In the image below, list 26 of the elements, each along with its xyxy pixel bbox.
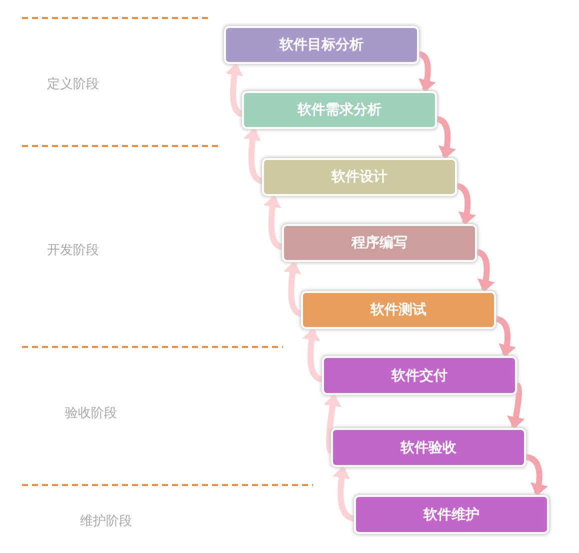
process-box: 软件需求分析 <box>242 91 437 129</box>
phase-label: 开发阶段 <box>47 242 99 259</box>
arrow <box>244 128 263 184</box>
arrow <box>436 116 456 159</box>
phase-label: 验收阶段 <box>65 405 117 422</box>
process-box: 软件设计 <box>262 158 457 196</box>
arrow <box>264 195 283 250</box>
arrow <box>324 394 342 454</box>
process-box: 软件测试 <box>301 291 496 329</box>
process-box: 软件目标分析 <box>224 26 419 64</box>
process-box: 软件交付 <box>322 356 517 395</box>
phase-label: 维护阶段 <box>80 513 132 530</box>
arrow <box>332 466 355 522</box>
process-box: 软件验收 <box>331 428 526 467</box>
arrow <box>507 382 525 429</box>
arrow <box>476 249 495 292</box>
arrow <box>226 63 244 117</box>
arrow <box>418 51 436 92</box>
arrow <box>495 316 516 357</box>
process-box: 程序编写 <box>282 224 477 262</box>
arrow <box>525 454 548 496</box>
phase-label: 定义阶段 <box>47 76 99 93</box>
arrow <box>456 183 476 225</box>
process-box: 软件维护 <box>354 495 549 534</box>
arrow <box>302 328 323 382</box>
arrow <box>284 261 302 317</box>
